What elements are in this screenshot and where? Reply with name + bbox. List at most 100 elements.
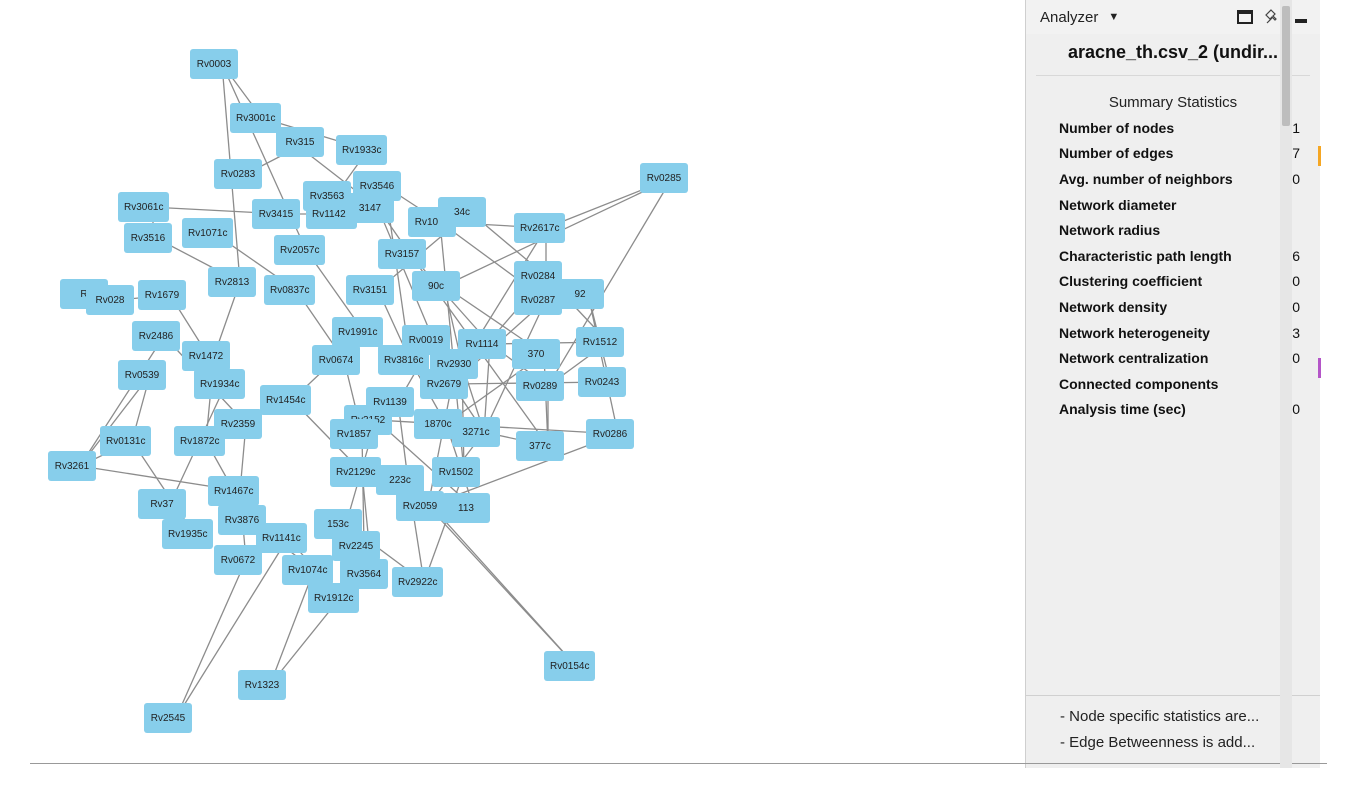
network-edges	[79, 63, 673, 719]
stat-label: Network heterogeneity	[1059, 324, 1210, 341]
network-node[interactable]: Rv1912c	[308, 583, 360, 613]
network-node[interactable]: Rv3261	[48, 451, 96, 481]
network-node[interactable]: Rv0243	[578, 367, 626, 397]
network-node[interactable]: Rv1934c	[194, 369, 246, 399]
network-node[interactable]: Rv3061c	[118, 192, 170, 222]
network-node[interactable]: Rv1454c	[260, 385, 312, 415]
stat-network-diameter: Network diameter	[1026, 192, 1320, 218]
stat-characteristic-path-length: Characteristic path length2.6	[1026, 243, 1320, 269]
network-node[interactable]: Rv2057c	[274, 235, 326, 265]
network-node[interactable]: Rv2059	[396, 491, 444, 521]
panel-footer: - Node specific statistics are... - Edge…	[1026, 695, 1320, 756]
summary-statistics-heading: Summary Statistics	[1108, 94, 1238, 111]
network-node[interactable]: Rv0283	[214, 159, 262, 189]
network-edge[interactable]	[175, 537, 289, 719]
scrollbar-thumb[interactable]	[1282, 6, 1290, 126]
network-node[interactable]: Rv1857	[330, 419, 378, 449]
network-edge[interactable]	[269, 569, 315, 686]
network-node[interactable]: Rv2617c	[514, 213, 566, 243]
network-node[interactable]: Rv0131c	[100, 426, 152, 456]
network-node[interactable]: Rv3151	[346, 275, 394, 305]
panel-scrollbar[interactable]	[1280, 0, 1292, 768]
stat-network-heterogeneity: Network heterogeneity0.3	[1026, 320, 1320, 346]
network-node[interactable]: Rv2813	[208, 267, 256, 297]
network-node[interactable]: 90c	[412, 271, 460, 301]
network-node[interactable]: Rv2129c	[330, 457, 382, 487]
network-node[interactable]: Rv1071c	[182, 218, 234, 248]
network-node[interactable]: Rv1935c	[162, 519, 214, 549]
network-node[interactable]: Rv1323	[238, 670, 286, 700]
network-node[interactable]: Rv1933c	[336, 135, 388, 165]
panel-header: Analyzer ▼	[1026, 0, 1320, 34]
edge-betweenness-note[interactable]: - Edge Betweenness is add...	[1060, 734, 1256, 751]
network-node[interactable]: Rv0672	[214, 545, 262, 575]
network-node[interactable]: 92	[556, 279, 604, 309]
network-node[interactable]: Rv1872c	[174, 426, 226, 456]
network-node[interactable]: 113	[442, 493, 490, 523]
network-node[interactable]: Rv37	[138, 489, 186, 519]
network-node[interactable]: 34c	[438, 197, 486, 227]
network-node[interactable]: 377c	[516, 431, 564, 461]
network-node[interactable]: Rv3516	[124, 223, 172, 253]
network-node[interactable]: 223c	[376, 465, 424, 495]
network-edge[interactable]	[79, 374, 151, 467]
stat-network-radius: Network radius	[1026, 217, 1320, 243]
node-statistics-note[interactable]: - Node specific statistics are...	[1060, 708, 1260, 725]
stat-clustering-coefficient: Clustering coefficient0.0	[1026, 269, 1320, 295]
network-node[interactable]: Rv0287	[514, 285, 562, 315]
maximize-icon[interactable]	[1236, 8, 1254, 26]
network-node[interactable]: Rv2545	[144, 703, 192, 733]
minimize-icon[interactable]	[1292, 8, 1310, 26]
network-node[interactable]: Rv028	[86, 285, 134, 315]
network-node[interactable]: Rv3001c	[230, 103, 282, 133]
network-node[interactable]: 370	[512, 339, 560, 369]
network-node[interactable]: Rv3157	[378, 239, 426, 269]
network-node[interactable]: Rv2245	[332, 531, 380, 561]
network-node[interactable]: Rv1991c	[332, 317, 384, 347]
network-node[interactable]: Rv1467c	[208, 476, 260, 506]
network-edge[interactable]	[423, 471, 465, 583]
network-node[interactable]: Rv0003	[190, 49, 238, 79]
network-node[interactable]: Rv1141c	[256, 523, 307, 553]
network-node[interactable]: Rv0674	[312, 345, 360, 375]
network-node[interactable]: Rv0154c	[544, 651, 596, 681]
network-node[interactable]: Rv3415	[252, 199, 300, 229]
network-node[interactable]: Rv1679	[138, 280, 186, 310]
network-node[interactable]: Rv1472	[182, 341, 230, 371]
network-node[interactable]: Rv315	[276, 127, 324, 157]
stat-network-density: Network density0.0	[1026, 294, 1320, 320]
network-node[interactable]: 3147	[346, 193, 394, 223]
network-node[interactable]: Rv0285	[640, 163, 688, 193]
network-edge[interactable]	[175, 559, 247, 719]
network-node[interactable]: Rv0837c	[264, 275, 316, 305]
footer-divider	[30, 763, 1327, 764]
network-node[interactable]: Rv1502	[432, 457, 480, 487]
network-edge[interactable]	[427, 383, 453, 507]
network-node[interactable]: Rv1512	[576, 327, 624, 357]
network-edge[interactable]	[547, 177, 673, 387]
network-node[interactable]: Rv0539	[118, 360, 166, 390]
purple-marker	[1318, 358, 1321, 378]
caret-down-icon[interactable]: ▼	[1108, 11, 1120, 23]
pin-icon[interactable]	[1264, 8, 1282, 26]
stat-avg-neighbors: Avg. number of neighbors8.0	[1026, 166, 1320, 192]
network-node[interactable]: Rv2922c	[392, 567, 444, 597]
stat-connected-components: Connected components	[1026, 371, 1320, 397]
network-title: aracne_th.csv_2 (undir...	[1036, 34, 1310, 76]
network-edge[interactable]	[79, 335, 165, 467]
orange-marker	[1318, 146, 1321, 166]
network-node[interactable]: Rv1074c	[282, 555, 334, 585]
network-edge[interactable]	[587, 293, 619, 435]
network-node[interactable]: 3271c	[452, 417, 500, 447]
stat-label: Avg. number of neighbors	[1059, 170, 1233, 187]
stat-label: Connected components	[1059, 375, 1219, 392]
network-node[interactable]: Rv0286	[586, 419, 634, 449]
stat-label: Network density	[1059, 298, 1168, 315]
network-node[interactable]: Rv2679	[420, 369, 468, 399]
network-node[interactable]: Rv2486	[132, 321, 180, 351]
network-edge[interactable]	[361, 433, 365, 547]
network-node[interactable]: Rv0289	[516, 371, 564, 401]
analyzer-tab-title[interactable]: Analyzer	[1040, 8, 1099, 26]
